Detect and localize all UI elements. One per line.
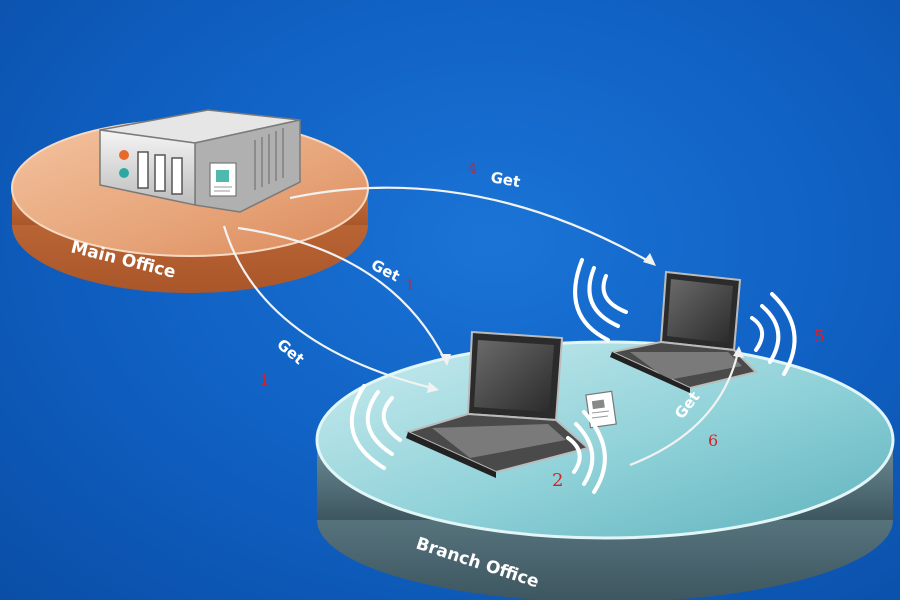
step-number: 1 [260,371,270,389]
arrow-path-4 [289,186,651,263]
step-number: 6 [708,431,718,450]
wireless-signal-icon [573,258,797,376]
step-number: 1 [405,276,415,294]
arrow-path-6 [629,351,740,467]
wireless-signal-icon [349,384,607,494]
arrow-paths [222,186,740,467]
arrow-label-get: Get [489,168,521,191]
arrow-heads [427,253,744,393]
step-number: 2 [552,470,563,491]
arrow-path-1a [237,226,446,361]
arrow-head-1b [427,382,439,393]
document-icon [209,162,237,197]
arrow-path-1b [222,225,433,390]
arrow-head-6 [733,346,744,358]
arrow-head-1a [440,354,451,366]
laptop-icon [608,270,758,393]
laptop-icon [405,330,591,478]
step-number: 5 [814,327,825,347]
document-icon [585,390,617,429]
arrow-label-get: Get [273,335,307,368]
step-number: 4 [468,161,477,177]
arrow-label-get: Get [368,256,403,286]
arrow-head-4 [643,253,656,266]
